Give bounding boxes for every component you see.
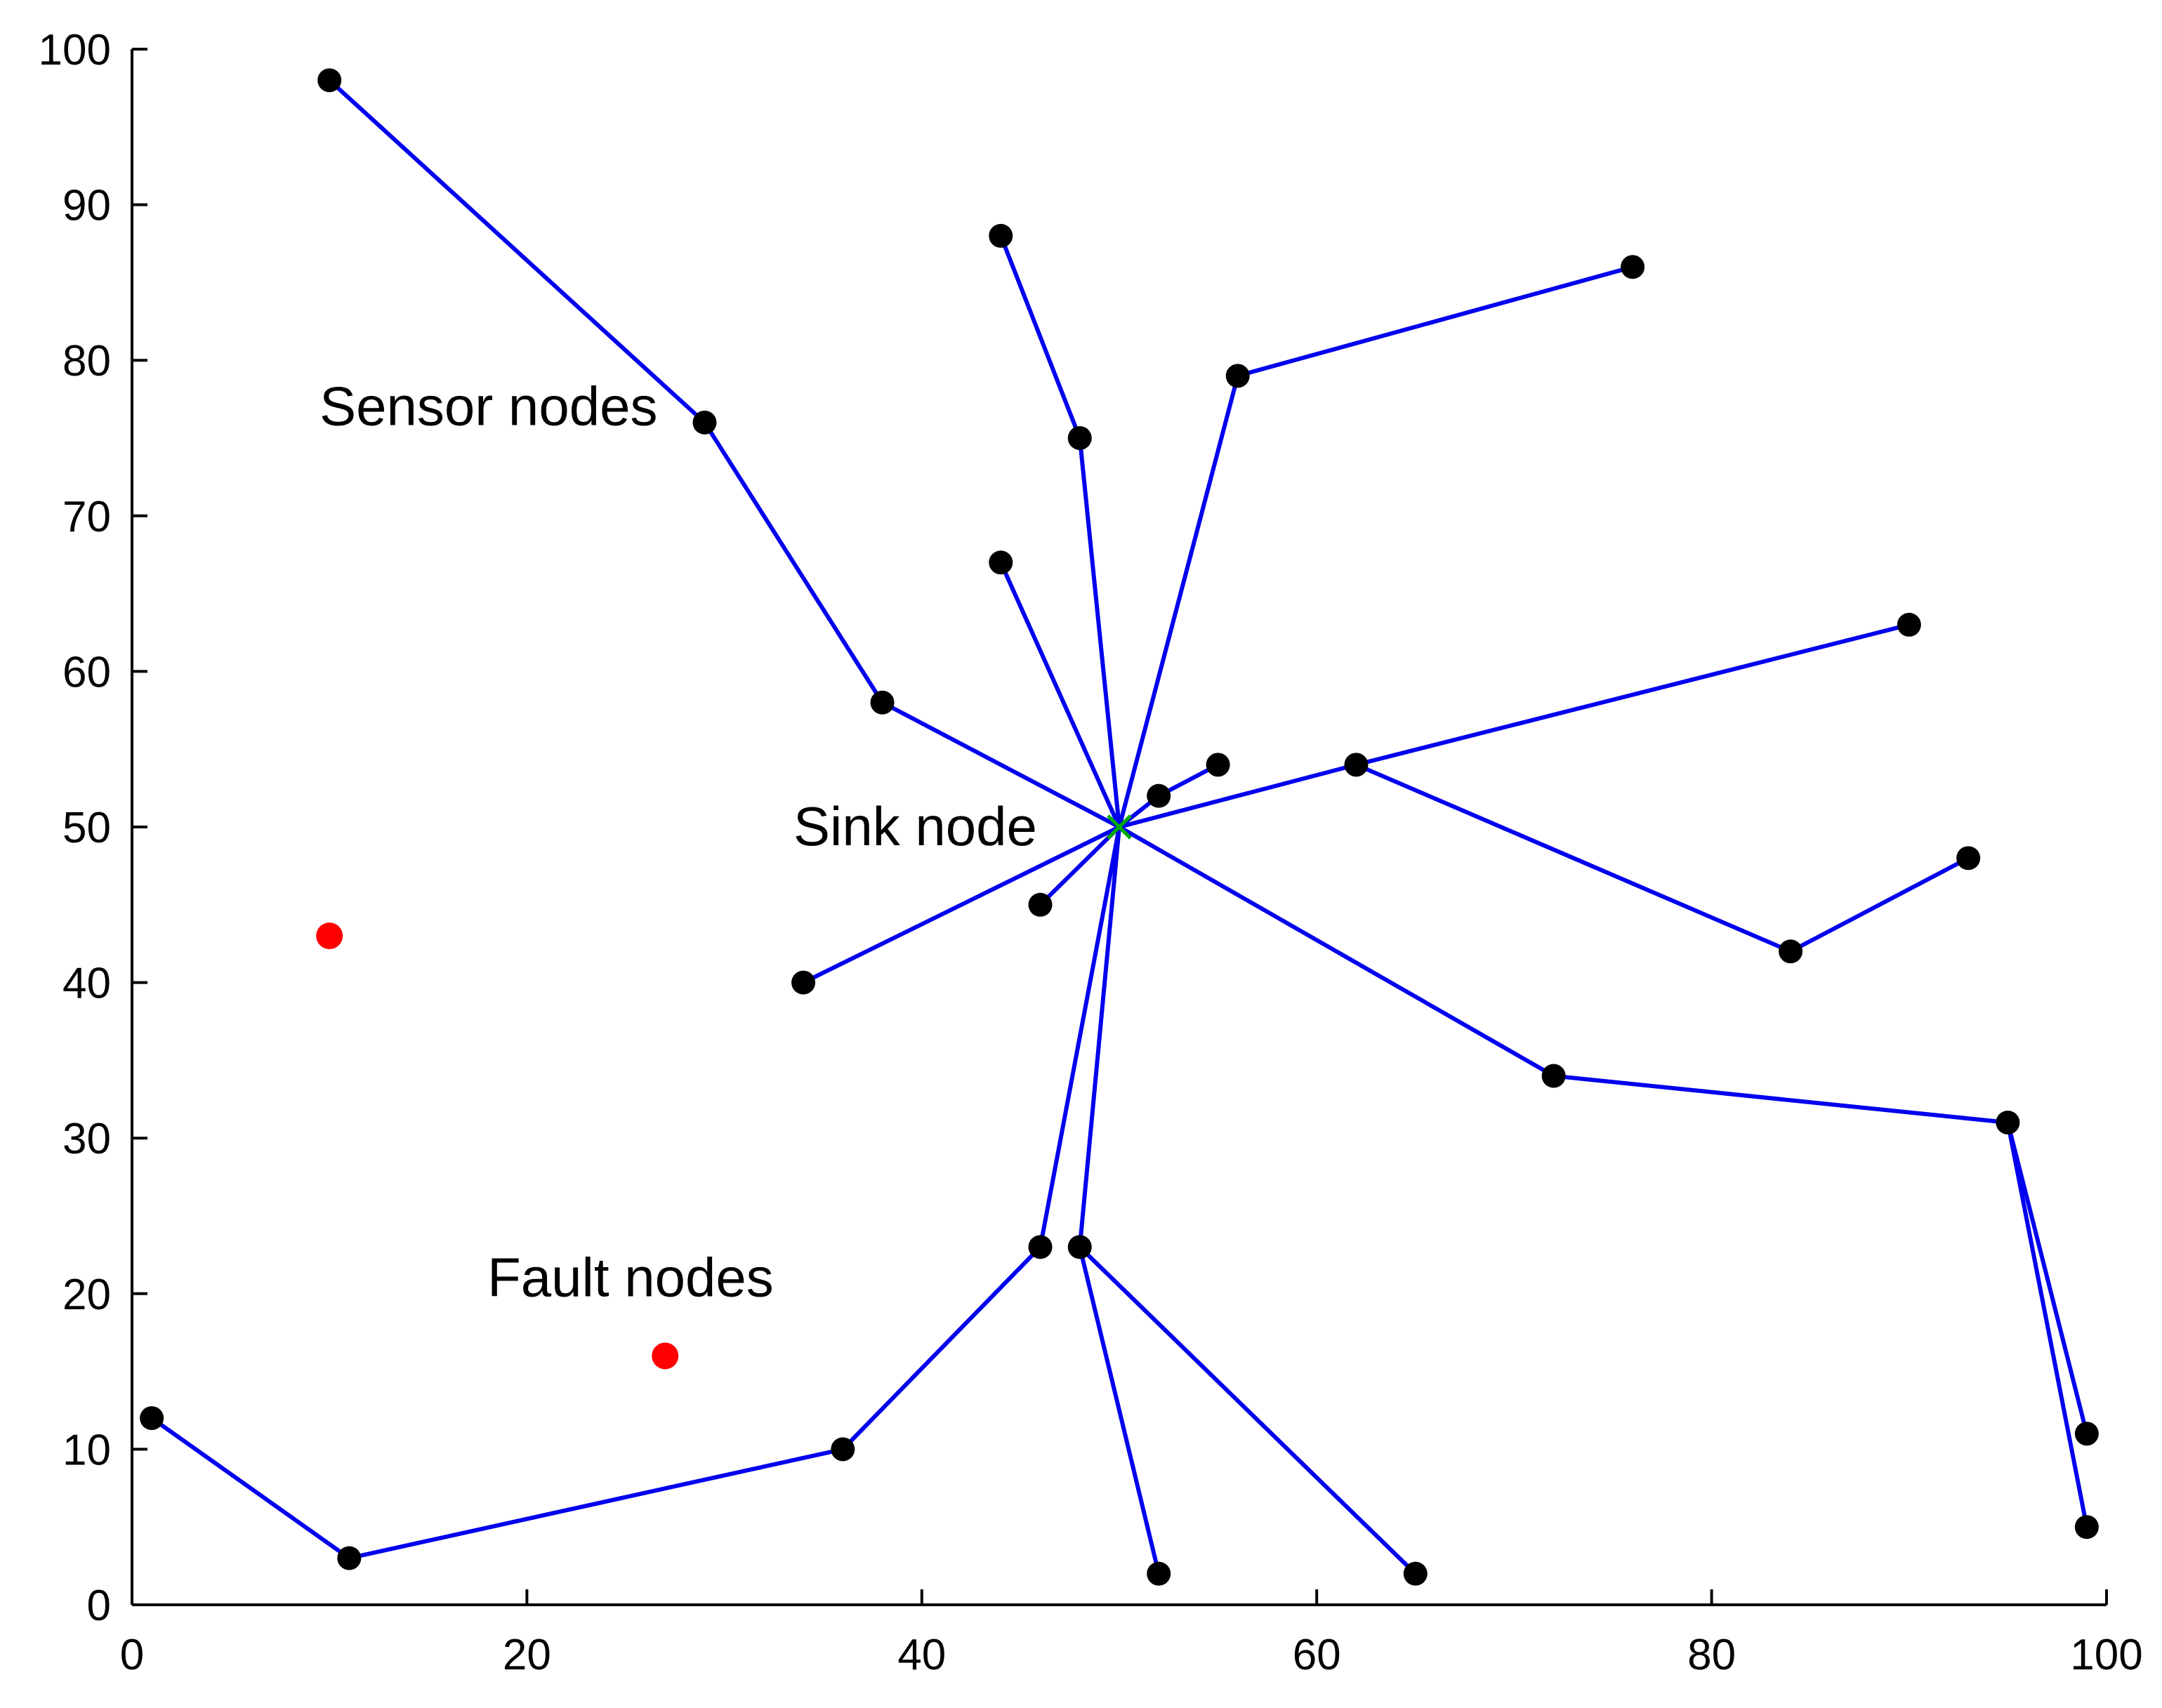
fault-node	[652, 1342, 679, 1370]
link-line	[1551, 1073, 2010, 1125]
link-line	[2005, 1120, 2089, 1530]
sensor-node	[1028, 892, 1053, 917]
y-tick-label: 40	[62, 960, 111, 1008]
sensor-node	[831, 1437, 855, 1462]
sensor-node	[692, 410, 717, 435]
x-tick-label: 40	[897, 1631, 946, 1679]
sensor-node	[1147, 1561, 1171, 1586]
links	[150, 78, 2089, 1576]
sensor-node	[337, 1546, 362, 1570]
link-line	[998, 233, 1082, 440]
sensor-node	[1067, 426, 1092, 450]
sensor-node	[1403, 1561, 1428, 1586]
sensor-node	[1067, 1235, 1092, 1259]
x-tick-label: 0	[120, 1631, 144, 1679]
link-line	[1038, 825, 1121, 1250]
sink-marker-stroke	[1107, 814, 1132, 840]
nodes	[140, 68, 2099, 1586]
link-line	[2005, 1120, 2089, 1436]
link-line	[1077, 825, 1121, 1250]
annotation-label: Fault nodes	[487, 1247, 774, 1309]
y-tick-label: 50	[62, 804, 111, 852]
sensor-node	[1028, 1235, 1053, 1259]
link-line	[1117, 373, 1240, 829]
x-tick-label: 100	[2070, 1631, 2142, 1679]
sensor-node	[317, 68, 342, 93]
sensor-node	[2074, 1422, 2099, 1446]
annotation-label: Sink node	[793, 795, 1037, 857]
x-tick-label: 80	[1687, 1631, 1736, 1679]
y-tick-label: 20	[62, 1271, 111, 1319]
annotation-label: Sensor nodes	[319, 376, 657, 437]
y-tick-label: 80	[62, 337, 111, 385]
sensor-node	[791, 970, 816, 995]
link-line	[1117, 762, 1359, 829]
sensor-node	[140, 1406, 164, 1431]
sensor-node	[1897, 612, 1921, 637]
link-line	[1077, 436, 1121, 829]
link-line	[150, 1416, 352, 1561]
link-line	[1077, 1245, 1161, 1576]
link-line	[998, 560, 1121, 829]
link-line	[1038, 825, 1121, 907]
sensor-node	[2074, 1515, 2099, 1540]
sensor-node	[870, 690, 895, 715]
link-line	[1788, 856, 1971, 954]
sensor-node	[989, 223, 1013, 248]
y-tick-label: 0	[87, 1582, 111, 1630]
link-line	[347, 1447, 845, 1561]
y-tick-label: 30	[62, 1115, 111, 1163]
link-line	[1354, 622, 1911, 767]
sensor-node	[1621, 255, 1645, 279]
sensor-node	[1779, 939, 1803, 964]
link-line	[1117, 825, 1556, 1078]
link-line	[1077, 1245, 1418, 1576]
link-line	[1354, 762, 1793, 954]
y-tick-label: 70	[62, 493, 111, 541]
sensor-node	[1344, 753, 1369, 777]
sensor-node	[989, 550, 1013, 575]
link-line	[702, 420, 885, 705]
y-tick-label: 60	[62, 648, 111, 696]
y-tick-label: 10	[62, 1426, 111, 1474]
y-tick-label: 90	[62, 182, 111, 230]
link-line	[327, 78, 707, 425]
x-tick-label: 20	[503, 1631, 551, 1679]
link-line	[880, 700, 1121, 829]
link-line	[1235, 265, 1635, 378]
link-line	[841, 1245, 1043, 1452]
fault-node	[316, 922, 343, 950]
sensor-node	[1541, 1064, 1566, 1088]
y-tick-label: 100	[39, 26, 111, 74]
sensor-node	[1206, 753, 1230, 777]
sensor-node	[1956, 846, 1981, 870]
sensor-node	[1996, 1111, 2020, 1135]
link-line	[801, 825, 1121, 985]
sensor-node	[1147, 783, 1171, 808]
sensor-node	[1225, 364, 1250, 388]
axes: 0 20 40 60 80 100 0 10 20 30 40 50 60 70 80 90 100	[39, 26, 2143, 1679]
sink-node	[1107, 814, 1132, 840]
x-tick-label: 60	[1293, 1631, 1341, 1679]
